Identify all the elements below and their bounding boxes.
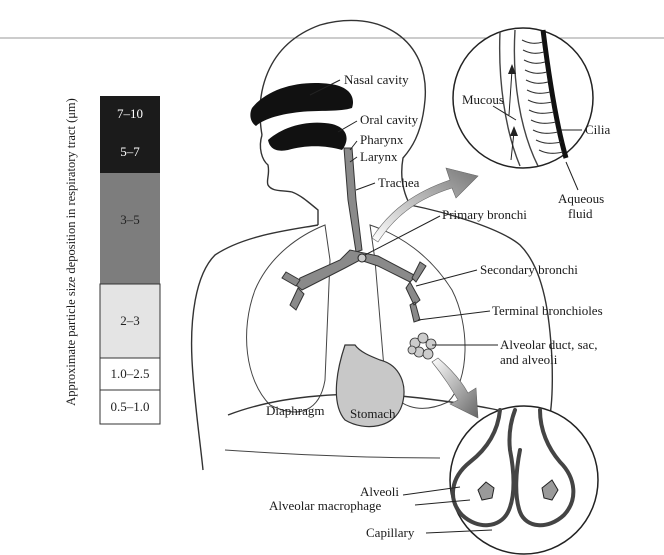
- band-label: 2–3: [120, 313, 140, 328]
- label-capillary: Capillary: [366, 525, 415, 540]
- label-alveolar-macrophage: Alveolar macrophage: [269, 498, 381, 513]
- label-aqueous-line2: fluid: [568, 206, 593, 221]
- label-oral-cavity: Oral cavity: [360, 112, 419, 127]
- label-pharynx: Pharynx: [360, 132, 404, 147]
- alveoli-cluster: [408, 333, 436, 359]
- body-left-outline: [192, 225, 318, 470]
- alveoli-detail: [450, 406, 598, 554]
- arrow-to-alveoli: [432, 358, 478, 418]
- size-bar: 7–10 5–7 3–5 2–3 1.0–2.5 0.5–1.0: [100, 96, 160, 424]
- label-trachea: Trachea: [378, 175, 420, 190]
- nasal-cavity-shape: [250, 83, 353, 126]
- primary-bronchi-shape: [296, 250, 416, 290]
- band-label: 5–7: [120, 144, 140, 159]
- label-primary-bronchi: Primary bronchi: [442, 207, 527, 222]
- carina-marker: [358, 254, 366, 262]
- band-label: 7–10: [117, 106, 143, 121]
- label-terminal-bronchioles: Terminal bronchioles: [492, 303, 603, 318]
- oral-cavity-shape: [268, 123, 347, 151]
- lower-body-line: [225, 450, 440, 458]
- label-diaphragm: Diaphragm: [266, 403, 324, 418]
- band-label: 3–5: [120, 212, 140, 227]
- label-aqueous-line1: Aqueous: [558, 191, 604, 206]
- label-larynx: Larynx: [360, 149, 398, 164]
- band-3-5: [100, 173, 160, 284]
- label-stomach: Stomach: [350, 406, 396, 421]
- axis-label: Approximate particle size deposition in …: [64, 98, 78, 406]
- band-label: 0.5–1.0: [111, 399, 150, 414]
- label-alveoli: Alveoli: [360, 484, 399, 499]
- left-lung: [247, 225, 330, 412]
- label-cilia: Cilia: [585, 122, 611, 137]
- label-alveolar-duct-line2: and alveoli: [500, 352, 558, 367]
- label-mucous: Mucous: [462, 92, 504, 107]
- label-nasal-cavity: Nasal cavity: [344, 72, 409, 87]
- label-secondary-bronchi: Secondary bronchi: [480, 262, 578, 277]
- band-label: 1.0–2.5: [111, 366, 150, 381]
- label-alveolar-duct-line1: Alveolar duct, sac,: [500, 337, 597, 352]
- right-bronchi-branches: [406, 262, 426, 322]
